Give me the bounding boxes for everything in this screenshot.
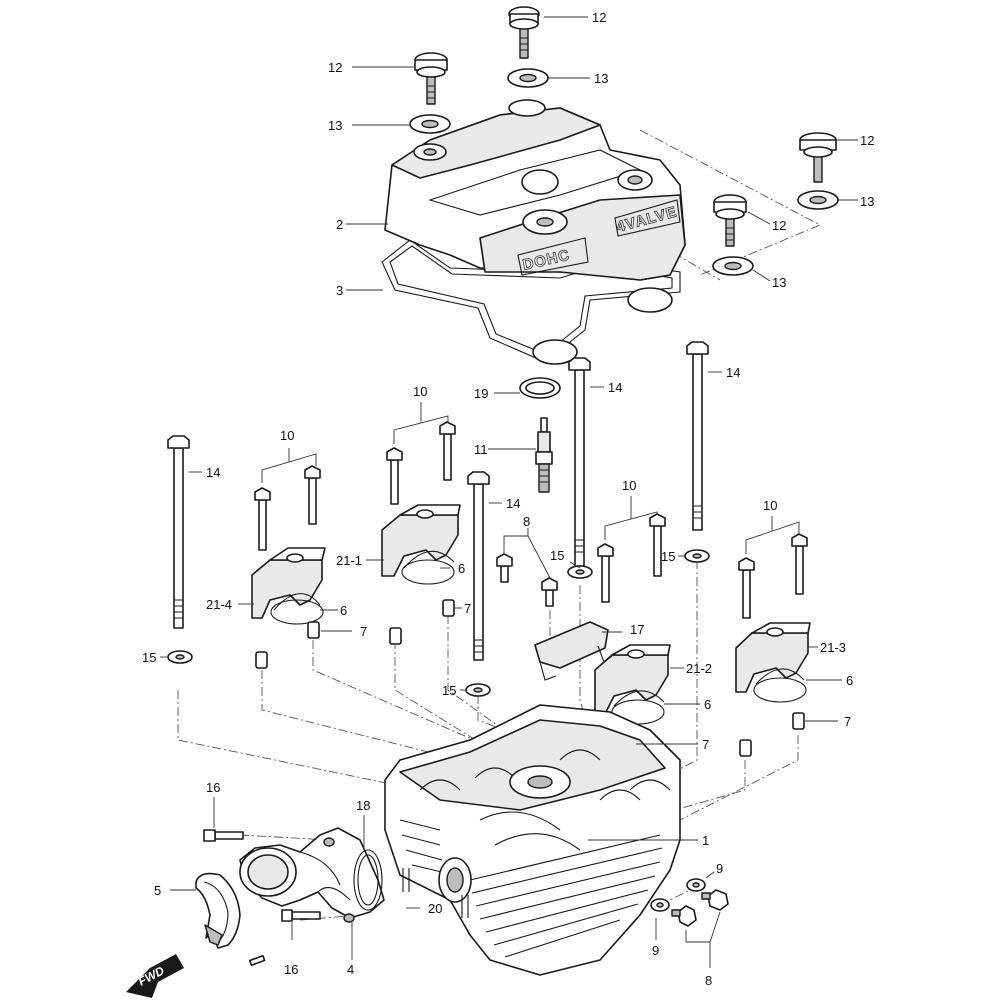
callout-4: 4 xyxy=(347,962,354,977)
leader-lines xyxy=(160,16,858,968)
callout-18: 18 xyxy=(356,798,370,813)
chain-guide-plate xyxy=(534,621,613,681)
intake-bolts xyxy=(203,829,321,967)
callout-9: 9 xyxy=(652,943,659,958)
callout-6: 6 xyxy=(458,561,465,576)
callout-8: 8 xyxy=(523,514,530,529)
callout-1: 1 xyxy=(702,833,709,848)
callout-14: 14 xyxy=(506,496,520,511)
callout-13: 13 xyxy=(328,118,342,133)
callout-15: 15 xyxy=(661,549,675,564)
callout-21-4: 21-4 xyxy=(206,597,232,612)
callout-12: 12 xyxy=(860,133,874,148)
guide-bolts xyxy=(496,553,558,607)
callout-14: 14 xyxy=(726,365,740,380)
callout-12: 12 xyxy=(772,218,786,233)
hose-clamp xyxy=(195,872,241,949)
callout-15: 15 xyxy=(142,650,156,665)
callout-10: 10 xyxy=(280,428,294,443)
callout-6: 6 xyxy=(846,673,853,688)
callout-9: 9 xyxy=(716,861,723,876)
callout-17: 17 xyxy=(630,622,644,637)
callout-21-1: 21-1 xyxy=(336,553,362,568)
callout-10: 10 xyxy=(763,498,777,513)
callout-12: 12 xyxy=(592,10,606,25)
callout-21-2: 21-2 xyxy=(686,661,712,676)
callout-19: 19 xyxy=(474,386,488,401)
callout-13: 13 xyxy=(594,71,608,86)
callout-20: 20 xyxy=(428,901,442,916)
callout-21-3: 21-3 xyxy=(820,640,846,655)
holder-bolts xyxy=(254,421,808,619)
callout-7: 7 xyxy=(464,601,471,616)
callout-7: 7 xyxy=(702,737,709,752)
stud-washers xyxy=(167,549,710,697)
intake-manifold xyxy=(239,827,385,923)
callout-13: 13 xyxy=(860,194,874,209)
cover-washers xyxy=(409,68,839,276)
callout-16: 16 xyxy=(206,780,220,795)
callout-3: 3 xyxy=(336,283,343,298)
callout-16: 16 xyxy=(284,962,298,977)
dowel-pins xyxy=(255,599,805,757)
callout-6: 6 xyxy=(704,697,711,712)
callout-labels: 12 12 13 13 12 13 12 13 2 3 14 14 19 11 … xyxy=(142,10,874,988)
callout-2: 2 xyxy=(336,217,343,232)
camshaft-holder-21-3 xyxy=(735,622,811,703)
callout-8: 8 xyxy=(705,973,712,988)
callout-7: 7 xyxy=(360,624,367,639)
camshaft-holder-21-1 xyxy=(381,504,461,585)
callout-5: 5 xyxy=(154,883,161,898)
cylinder-head-cover: DOHC 4VALVE xyxy=(384,99,686,365)
plug-o-ring xyxy=(519,377,561,399)
callout-15: 15 xyxy=(550,548,564,563)
callout-6: 6 xyxy=(340,603,347,618)
head-studs xyxy=(167,341,709,661)
spark-plug xyxy=(535,417,553,493)
cylinder-head xyxy=(384,704,681,976)
callout-13: 13 xyxy=(772,275,786,290)
callout-10: 10 xyxy=(622,478,636,493)
intake-o-ring xyxy=(353,849,383,911)
cover-bolts xyxy=(414,6,837,247)
callout-7: 7 xyxy=(844,714,851,729)
callout-12: 12 xyxy=(328,60,342,75)
callout-10: 10 xyxy=(413,384,427,399)
callout-15: 15 xyxy=(442,683,456,698)
camshaft-holder-21-2 xyxy=(594,644,671,725)
callout-14: 14 xyxy=(608,380,622,395)
oil-bolts xyxy=(650,878,729,927)
callout-11: 11 xyxy=(474,442,488,457)
callout-14: 14 xyxy=(206,465,220,480)
forward-direction-arrow: FWD xyxy=(126,954,184,998)
camshaft-holder-21-4 xyxy=(251,547,326,625)
